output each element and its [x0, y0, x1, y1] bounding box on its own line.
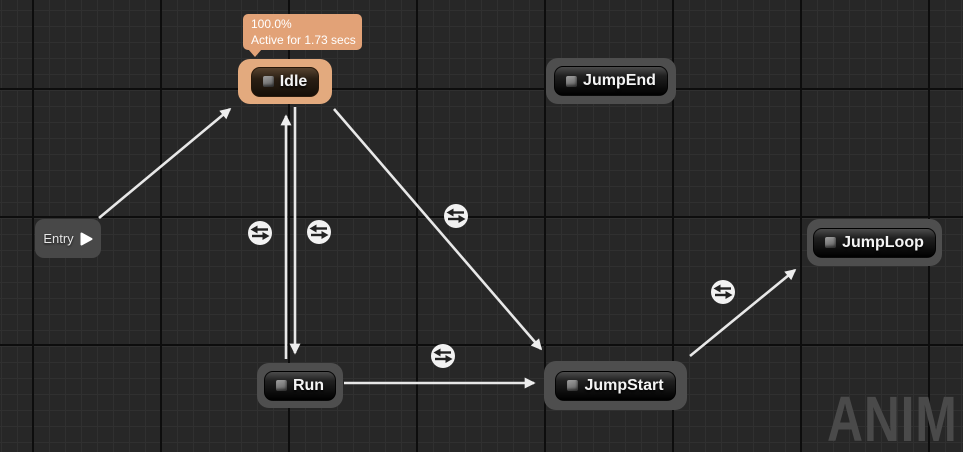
transition-rule-icon-run-to-idle[interactable]: [247, 220, 273, 246]
state-node-idle[interactable]: Idle: [238, 59, 332, 104]
entry-node[interactable]: Entry: [35, 219, 101, 258]
state-label: Idle: [279, 72, 308, 90]
state-node-run[interactable]: Run: [257, 363, 343, 408]
transition-rule-icon-jumpstart-to-jumploop[interactable]: [710, 279, 736, 305]
tooltip-weight: 100.0%: [251, 17, 292, 31]
state-icon: [262, 76, 274, 87]
transition-rule-icon-idle-to-run[interactable]: [306, 219, 332, 245]
state-label: JumpLoop: [842, 233, 924, 251]
edge-idle-to-jumpstart[interactable]: [333, 108, 543, 351]
entry-play-icon: [80, 232, 93, 245]
state-node-jumpstart[interactable]: JumpStart: [544, 361, 687, 410]
tooltip-notch: [248, 49, 262, 57]
active-state-tooltip: 100.0% Active for 1.73 secs: [243, 14, 362, 50]
edge-jumpstart-to-jumploop[interactable]: [689, 268, 797, 358]
state-node-jumploop[interactable]: JumpLoop: [807, 219, 942, 266]
state-icon: [567, 380, 579, 391]
transition-rule-icon-idle-to-jumpstart[interactable]: [443, 203, 469, 229]
state-icon: [566, 75, 578, 87]
edge-entry-to-idle[interactable]: [98, 107, 232, 219]
state-icon: [275, 380, 287, 391]
state-label: Run: [292, 376, 325, 394]
state-icon: [825, 237, 837, 248]
state-label: JumpEnd: [583, 72, 656, 89]
transition-rule-icon-run-to-jumpstart[interactable]: [430, 343, 456, 369]
tooltip-active-time: Active for 1.73 secs: [251, 33, 356, 47]
state-node-jumpend[interactable]: JumpEnd: [546, 58, 676, 104]
entry-label: Entry: [43, 231, 74, 246]
state-label: JumpStart: [584, 376, 664, 394]
watermark-text: ANIM: [827, 383, 958, 452]
